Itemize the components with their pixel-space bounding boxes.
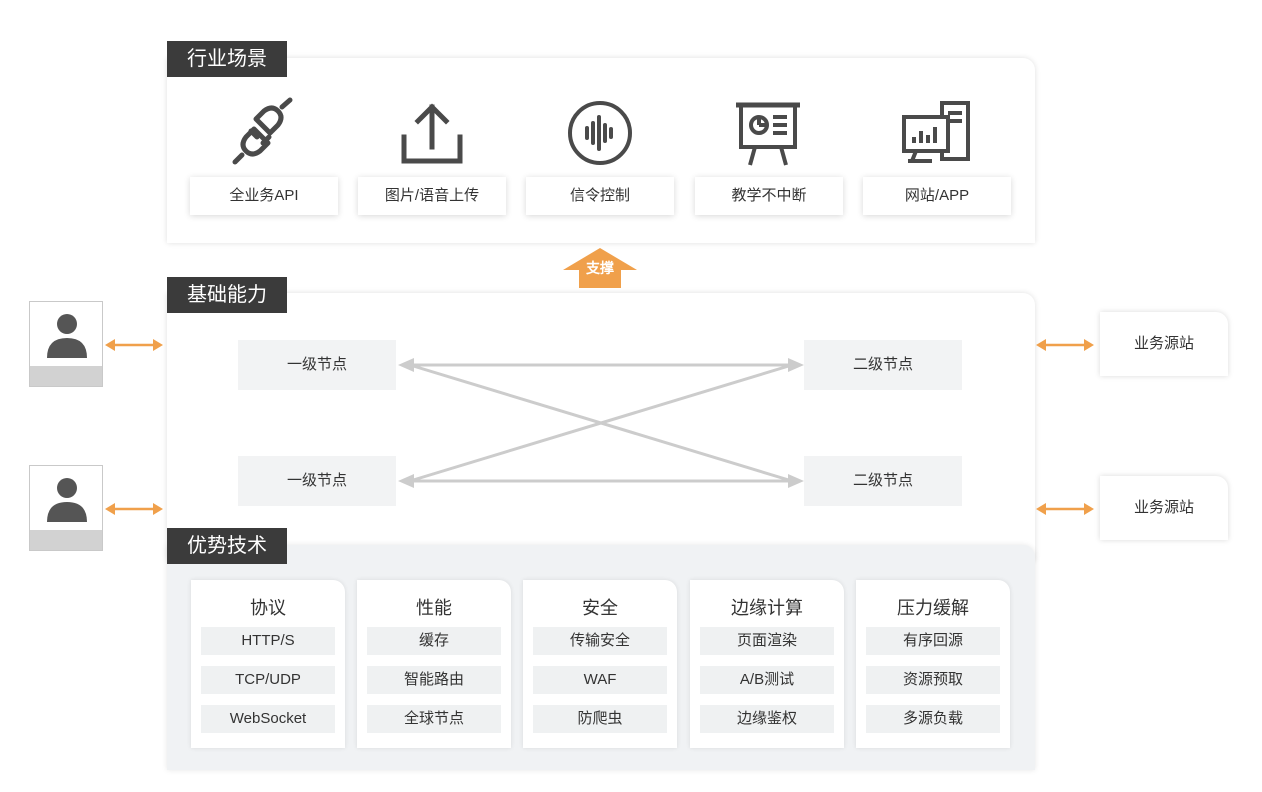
support-arrow bbox=[563, 248, 637, 288]
tech-card-title: 协议 bbox=[250, 598, 286, 618]
tech-card-pressure-relief: 压力缓解 有序回源 资源预取 多源负载 bbox=[856, 580, 1010, 748]
level1-node: 一级节点 bbox=[238, 456, 396, 506]
plug-icon bbox=[224, 93, 304, 173]
base-tag: 基础能力 bbox=[167, 277, 287, 313]
scene-label: 网站/APP bbox=[863, 177, 1011, 215]
tech-item: 资源预取 bbox=[866, 666, 1000, 694]
level2-node: 二级节点 bbox=[804, 456, 962, 506]
user-card-footer bbox=[30, 530, 102, 550]
tech-item: 防爬虫 bbox=[533, 705, 667, 733]
double-arrow-icon bbox=[1036, 502, 1094, 515]
user-icon bbox=[46, 476, 88, 522]
industry-tag: 行业场景 bbox=[167, 41, 287, 77]
base-panel bbox=[167, 293, 1035, 561]
soundwave-icon bbox=[560, 93, 640, 173]
scene-label: 教学不中断 bbox=[695, 177, 843, 215]
tech-card-title: 性能 bbox=[416, 598, 452, 618]
double-arrow-icon bbox=[105, 502, 163, 515]
level1-node: 一级节点 bbox=[238, 340, 396, 390]
tech-item: 智能路由 bbox=[367, 666, 501, 694]
tech-item: 有序回源 bbox=[866, 627, 1000, 655]
tech-card-security: 安全 传输安全 WAF 防爬虫 bbox=[523, 580, 677, 748]
tech-item: WebSocket bbox=[201, 705, 335, 733]
tech-item: A/B测试 bbox=[700, 666, 834, 694]
tech-item: 传输安全 bbox=[533, 627, 667, 655]
computer-chart-icon bbox=[896, 93, 976, 173]
tech-item: 多源负载 bbox=[866, 705, 1000, 733]
tech-item: TCP/UDP bbox=[201, 666, 335, 694]
tech-card-protocol: 协议 HTTP/S TCP/UDP WebSocket bbox=[191, 580, 345, 748]
scene-label: 图片/语音上传 bbox=[358, 177, 506, 215]
tech-item: 边缘鉴权 bbox=[700, 705, 834, 733]
scene-label: 全业务API bbox=[190, 177, 338, 215]
support-label: 支撑 bbox=[586, 260, 614, 276]
tech-item: 页面渲染 bbox=[700, 627, 834, 655]
tech-card-title: 边缘计算 bbox=[731, 598, 803, 618]
user-terminal bbox=[29, 301, 103, 387]
origin-server: 业务源站 bbox=[1100, 312, 1228, 376]
double-arrow-icon bbox=[1036, 338, 1094, 351]
tech-card-performance: 性能 缓存 智能路由 全球节点 bbox=[357, 580, 511, 748]
user-icon bbox=[46, 312, 88, 358]
user-card-footer bbox=[30, 366, 102, 386]
scene-label: 信令控制 bbox=[526, 177, 674, 215]
advantage-tag: 优势技术 bbox=[167, 528, 287, 564]
tech-item: HTTP/S bbox=[201, 627, 335, 655]
presentation-board-icon bbox=[728, 93, 808, 173]
tech-item: 全球节点 bbox=[367, 705, 501, 733]
tech-item: WAF bbox=[533, 666, 667, 694]
tech-card-title: 安全 bbox=[582, 598, 618, 618]
tech-card-edge-computing: 边缘计算 页面渲染 A/B测试 边缘鉴权 bbox=[690, 580, 844, 748]
upload-icon bbox=[392, 93, 472, 173]
double-arrow-icon bbox=[105, 338, 163, 351]
tech-card-title: 压力缓解 bbox=[897, 598, 969, 618]
origin-server: 业务源站 bbox=[1100, 476, 1228, 540]
level2-node: 二级节点 bbox=[804, 340, 962, 390]
tech-item: 缓存 bbox=[367, 627, 501, 655]
node-connections bbox=[396, 352, 806, 492]
user-terminal bbox=[29, 465, 103, 551]
